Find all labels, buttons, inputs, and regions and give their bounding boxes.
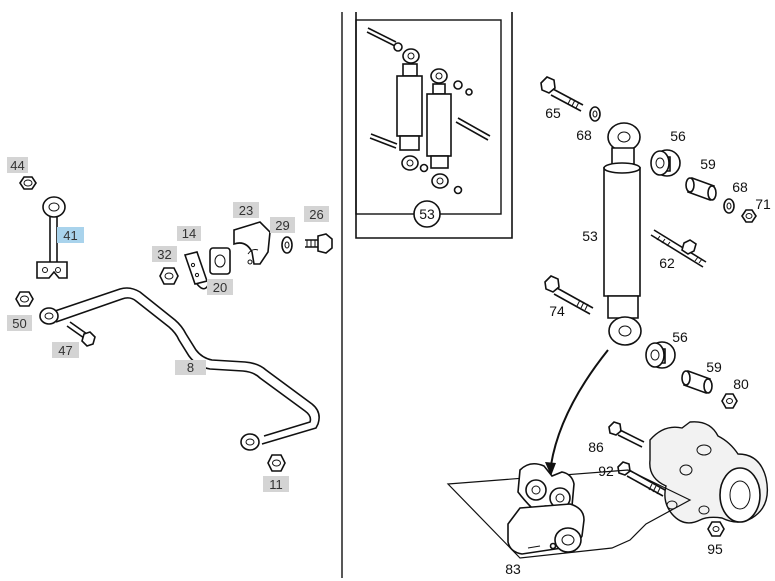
part-53-shock-absorber	[603, 122, 642, 346]
label-71: 71	[755, 196, 771, 212]
label-56-bottom: 56	[672, 329, 688, 345]
part-56-bush-bottom	[645, 341, 676, 369]
label-box-14	[177, 226, 201, 241]
label-32: 32	[157, 247, 171, 262]
label-68-right: 68	[732, 179, 748, 195]
part-32-nut	[159, 267, 179, 285]
label-62: 62	[659, 255, 675, 271]
part-83-lower-mount	[446, 462, 692, 559]
label-box-47	[52, 342, 79, 358]
arrow-to-mount	[545, 349, 609, 476]
part-20-rubber-bush	[209, 247, 231, 275]
part-56-bush-top	[650, 149, 681, 177]
label-74: 74	[549, 303, 565, 319]
label-59-top: 59	[700, 156, 716, 172]
label-box-44	[7, 157, 28, 173]
label-50: 50	[12, 316, 26, 331]
label-20: 20	[213, 280, 227, 295]
label-53: 53	[582, 228, 598, 244]
label-41: 41	[63, 228, 77, 243]
label-14: 14	[182, 226, 196, 241]
part-80-nut	[721, 393, 738, 409]
label-59-bottom: 59	[706, 359, 722, 375]
label-box-20	[207, 279, 233, 295]
label-box-8	[175, 360, 206, 375]
label-47: 47	[58, 343, 72, 358]
part-44-nut	[19, 176, 37, 190]
label-65: 65	[545, 105, 561, 121]
label-box-50	[7, 315, 32, 331]
label-box-23	[233, 202, 259, 218]
part-68-washer-top	[589, 106, 601, 122]
label-53-inset: 53	[419, 206, 435, 222]
label-23: 23	[239, 203, 253, 218]
part-11-nut	[267, 454, 286, 472]
part-14-clamp	[183, 251, 210, 290]
label-44: 44	[10, 158, 24, 173]
label-11: 11	[269, 477, 283, 492]
part-95-nut	[707, 521, 725, 537]
part-23-bracket	[233, 221, 271, 265]
label-8: 8	[187, 360, 194, 375]
label-68-top: 68	[576, 127, 592, 143]
label-86: 86	[588, 439, 604, 455]
part-86-bolt	[608, 421, 645, 448]
label-80: 80	[733, 376, 749, 392]
part-65-bolt	[540, 76, 584, 112]
part-47-bolt	[66, 321, 96, 347]
label-56-top: 56	[670, 128, 686, 144]
label-95: 95	[707, 541, 723, 557]
label-box-41	[57, 227, 84, 243]
part-62-stud	[650, 229, 707, 268]
part-29-washer	[281, 236, 293, 254]
part-59-sleeve-bottom	[681, 369, 713, 395]
label-box-29	[270, 217, 295, 233]
inset-shock-pair	[355, 12, 513, 239]
part-71-nut	[741, 209, 757, 223]
part-26-bolt	[305, 233, 333, 254]
label-83: 83	[505, 561, 521, 577]
label-box-11	[263, 476, 289, 492]
label-92: 92	[598, 463, 614, 479]
part-74-bolt	[544, 275, 594, 315]
label-box-32	[152, 246, 177, 262]
part-41-drop-link	[36, 196, 68, 279]
label-box-26	[304, 206, 329, 222]
part-68-washer-right	[723, 198, 735, 214]
part-59-sleeve-top	[685, 176, 717, 202]
label-29: 29	[275, 218, 289, 233]
part-50-nut	[15, 291, 34, 307]
label-26: 26	[309, 207, 323, 222]
axle-housing	[649, 421, 769, 524]
